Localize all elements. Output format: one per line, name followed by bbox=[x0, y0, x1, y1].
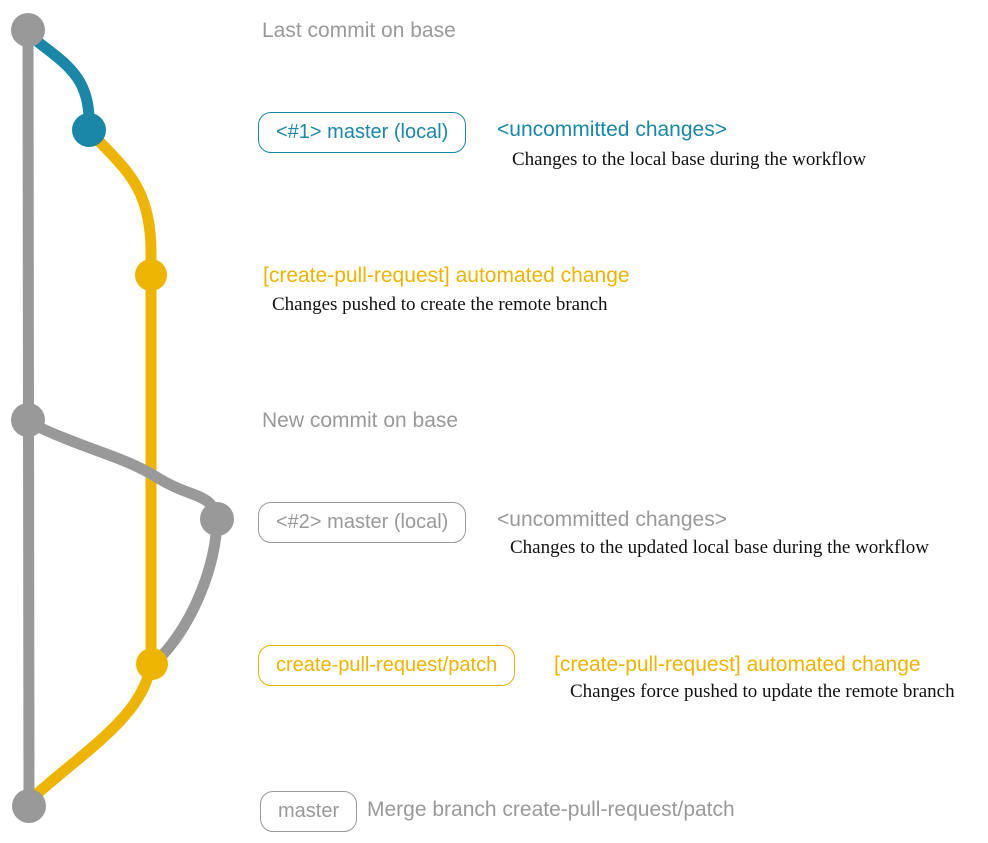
local2-to-patch-line bbox=[150, 514, 223, 668]
caption-updated-local-base-changes: Changes to the updated local base during… bbox=[510, 537, 929, 558]
uncommitted-changes-label-2: <uncommitted changes> bbox=[497, 508, 727, 531]
branch-tag-patch: create-pull-request/patch bbox=[258, 645, 516, 686]
last-commit-label: Last commit on base bbox=[262, 19, 456, 42]
git-graph bbox=[11, 13, 234, 823]
commit-node-new-base bbox=[11, 403, 45, 437]
commit-node-automated-1 bbox=[135, 259, 167, 291]
branch-tag-master: master bbox=[260, 791, 358, 832]
branch-master-local-line bbox=[22, 28, 95, 132]
new-commit-label: New commit on base bbox=[262, 409, 459, 432]
automated-change-label-2: [create-pull-request] automated change bbox=[554, 653, 921, 676]
base-to-local2-line bbox=[22, 416, 223, 524]
commit-node-merge bbox=[12, 789, 46, 823]
caption-local-base-changes: Changes to the local base during the wor… bbox=[512, 149, 867, 170]
caption-push-create-branch: Changes pushed to create the remote bran… bbox=[272, 294, 608, 315]
commit-node-uncommitted-2 bbox=[200, 502, 234, 536]
caption-force-push-update-branch: Changes force pushed to update the remot… bbox=[570, 681, 955, 702]
commit-node-automated-2 bbox=[136, 648, 168, 680]
uncommitted-changes-label-1: <uncommitted changes> bbox=[497, 118, 727, 141]
commit-node-last-base bbox=[11, 13, 45, 47]
merge-branch-label: Merge branch create-pull-request/patch bbox=[367, 798, 735, 821]
branch-tag-master-local-2: <#2> master (local) bbox=[258, 502, 467, 543]
automated-change-label-1: [create-pull-request] automated change bbox=[263, 264, 630, 287]
commit-node-uncommitted-1 bbox=[72, 113, 106, 147]
branch-tag-master-local-1: <#1> master (local) bbox=[258, 112, 467, 153]
